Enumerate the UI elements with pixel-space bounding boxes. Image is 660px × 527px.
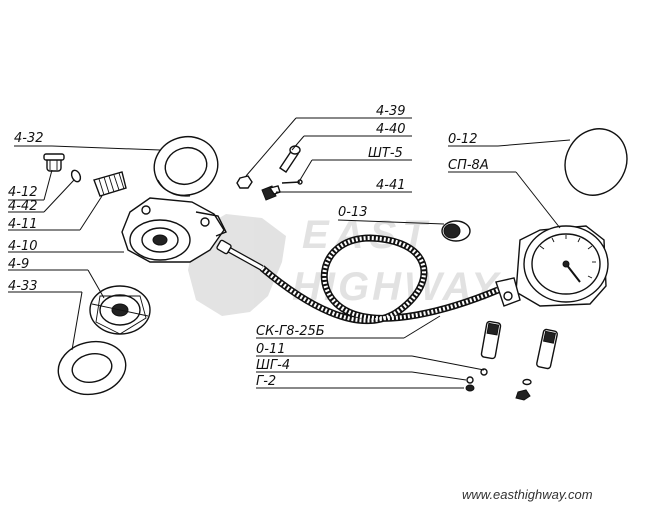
label-sp-8a: СП-8А	[448, 158, 489, 173]
label-4-42: 4-42	[8, 199, 38, 214]
part-lamp-2	[536, 328, 558, 370]
label-0-13: 0-13	[338, 205, 368, 220]
part-sht-5-pin	[281, 179, 303, 185]
label-4-41: 4-41	[376, 178, 406, 193]
callout-labels: 4-32 4-12 4-42 4-11 4-10 4-9 4-33 4-39 4…	[8, 104, 489, 389]
part-0-11-washer	[480, 368, 488, 376]
label-4-39: 4-39	[376, 104, 406, 119]
label-4-32: 4-32	[14, 131, 44, 146]
label-4-11: 4-11	[8, 217, 38, 232]
part-shg-4-washer	[466, 376, 474, 384]
part-4-12-plug	[43, 153, 65, 172]
label-4-12: 4-12	[8, 185, 38, 200]
part-4-33-ring	[57, 340, 127, 396]
part-sp-8a-speedometer	[495, 225, 609, 307]
label-4-9: 4-9	[8, 257, 29, 272]
part-4-41-fitting	[261, 185, 281, 201]
label-0-12: 0-12	[448, 132, 478, 147]
part-4-40-screw	[279, 145, 301, 173]
part-sk-g8-25b-cable	[216, 234, 500, 324]
part-0-12-gasket	[564, 128, 628, 196]
part-0-13-cap	[441, 220, 471, 242]
part-small-nut	[515, 389, 531, 401]
part-lamp-1	[480, 320, 502, 360]
label-shg-4: ШГ-4	[256, 358, 290, 373]
part-4-42-oring	[70, 169, 82, 183]
part-4-10-drive-housing	[121, 197, 227, 263]
leader-lines	[8, 117, 571, 389]
label-g-2: Г-2	[256, 374, 276, 389]
label-4-40: 4-40	[376, 122, 406, 137]
part-4-11-worm-gear	[93, 171, 127, 197]
part-4-39-nut	[236, 175, 253, 189]
label-sht-5: ШТ-5	[368, 146, 403, 161]
label-4-33: 4-33	[8, 279, 38, 294]
label-0-11: 0-11	[256, 342, 286, 357]
part-g-2-nut	[465, 384, 475, 392]
part-4-32-ring	[153, 136, 219, 197]
watermark-url: www.easthighway.com	[462, 487, 593, 502]
label-4-10: 4-10	[8, 239, 38, 254]
part-4-9-gear-assembly	[89, 285, 151, 335]
part-small-washer	[522, 378, 532, 386]
label-sk-g8-25b: СК-Г8-25Б	[256, 324, 325, 339]
